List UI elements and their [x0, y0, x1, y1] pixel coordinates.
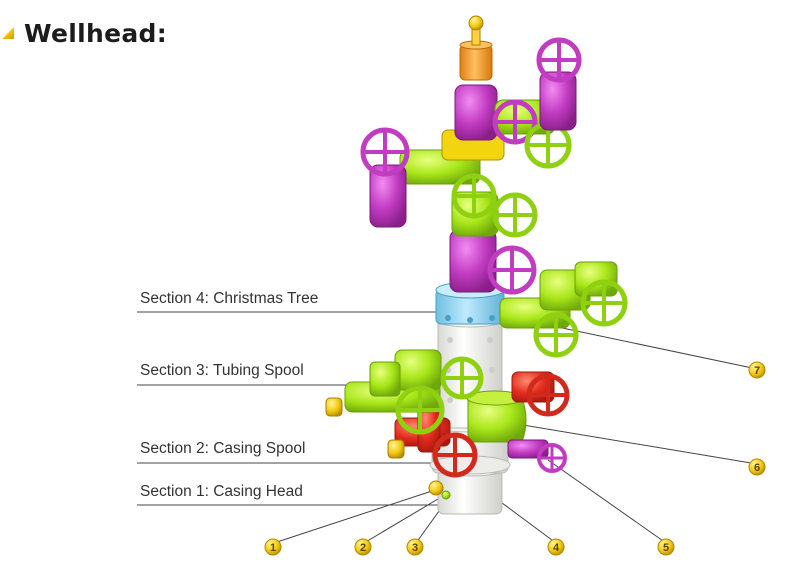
- marker-4: 4: [547, 538, 565, 556]
- leader-lines: [137, 311, 758, 544]
- tree-cap: [459, 15, 493, 81]
- label-section-3: Section 3: Tubing Spool: [140, 362, 304, 379]
- marker-2: 2: [354, 538, 372, 556]
- leader-marker-7: [547, 324, 758, 370]
- casing-spool-green-ring: [466, 390, 527, 443]
- svg-text:5: 5: [663, 542, 669, 554]
- svg-text:4: 4: [553, 542, 560, 554]
- label-section-2: Section 2: Casing Spool: [140, 440, 306, 457]
- svg-text:6: 6: [754, 462, 760, 474]
- purple-casing-head-valve: [507, 439, 567, 473]
- green-valve-tree-right: [499, 261, 628, 358]
- tree-wing-valve-left: [360, 127, 497, 228]
- leader-marker-4: [497, 499, 557, 544]
- casing-head-fittings: [428, 480, 451, 500]
- tree-cross: [441, 84, 505, 161]
- marker-1: 1: [264, 538, 282, 556]
- leader-marker-6: [504, 421, 758, 465]
- marker-3: 3: [406, 538, 424, 556]
- green-valve-tubing-left: [325, 349, 484, 435]
- leader-marker-5: [547, 459, 667, 544]
- marker-6: 6: [748, 458, 766, 476]
- leader-marker-2: [363, 495, 444, 544]
- marker-7: 7: [748, 361, 766, 379]
- page-title: Wellhead:: [24, 18, 167, 48]
- label-section-1: Section 1: Casing Head: [140, 483, 303, 500]
- red-gate-valve-right: [511, 371, 570, 417]
- svg-text:7: 7: [754, 365, 760, 377]
- svg-text:1: 1: [270, 542, 276, 554]
- title-block: Wellhead:: [0, 18, 167, 48]
- svg-text:2: 2: [360, 542, 366, 554]
- leader-marker-1: [273, 489, 436, 544]
- marker-5: 5: [657, 538, 675, 556]
- tree-wing-valve-right: [492, 37, 582, 169]
- svg-text:3: 3: [412, 542, 418, 554]
- tree-master-valve-column: [449, 191, 538, 295]
- label-section-4: Section 4: Christmas Tree: [140, 290, 319, 307]
